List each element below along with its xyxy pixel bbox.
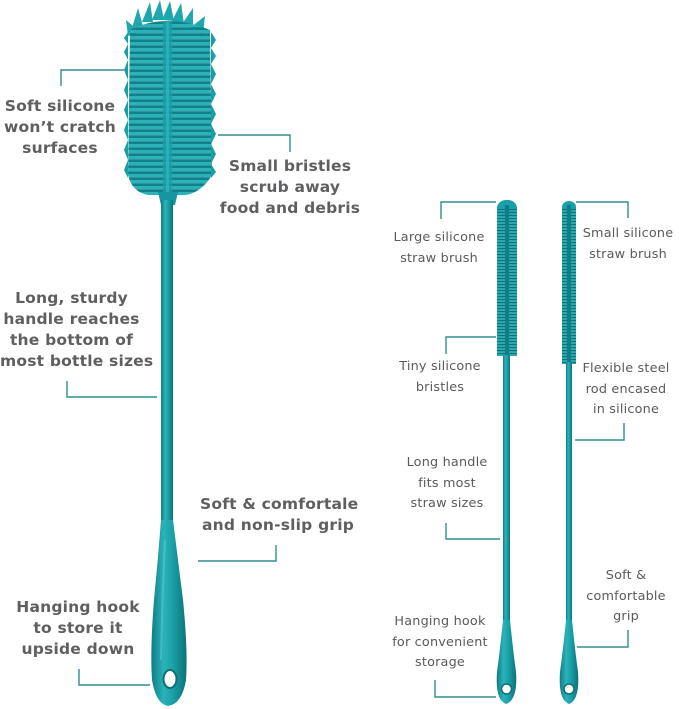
callout-grip: Soft & comfortale and non-slip grip [200,495,359,534]
leader-large-straw [440,201,496,219]
small-straw-handle [559,620,579,704]
callout-large-straw-brush: Large silicone straw brush [393,230,485,266]
leader-straw-long-handle [445,523,500,540]
large-straw-handle [496,620,517,704]
small-straw-hook-hole-icon [563,683,575,695]
callout-soft-silicone: Soft silicone won’t cratch surfaces [3,97,117,157]
leader-tiny-bristles [445,336,496,354]
large-straw-shaft [503,355,510,625]
leader-straw-grip [577,630,629,648]
leader-soft-silicone [60,69,124,86]
small-straw-shaft [566,362,572,624]
leader-long-handle [66,381,157,398]
leader-hanging-hook [78,669,150,686]
callout-straw-grip: Soft & comfortable grip [586,568,666,624]
large-straw-brush [496,200,517,704]
leader-straw-hook [434,680,496,698]
leader-steel-rod [575,423,625,441]
bottle-brush-hook-hole-icon [162,669,178,689]
bottle-brush-shaft [161,200,173,530]
callout-tiny-bristles: Tiny silicone bristles [399,359,481,395]
callout-straw-hanging-hook: Hanging hook for convenient storage [392,614,488,670]
leader-small-bristles [218,134,291,152]
callout-small-bristles: Small bristles scrub away food and debri… [219,157,361,217]
large-straw-hook-hole-icon [500,683,513,695]
leader-grip [198,545,277,562]
bottle-brush [124,0,216,706]
callout-straw-long-handle: Long handle fits most straw sizes [406,455,488,511]
callout-small-straw-brush: Small silicone straw brush [582,226,674,262]
callout-steel-rod: Flexible steel rod encased in silicone [582,361,670,417]
leader-small-straw [576,201,629,218]
callout-long-handle: Long, sturdy handle reaches the bottom o… [0,289,154,370]
callout-lines [60,69,629,698]
callout-hanging-hook: Hanging hook to store it upside down [16,598,140,658]
small-straw-brush [559,201,579,704]
